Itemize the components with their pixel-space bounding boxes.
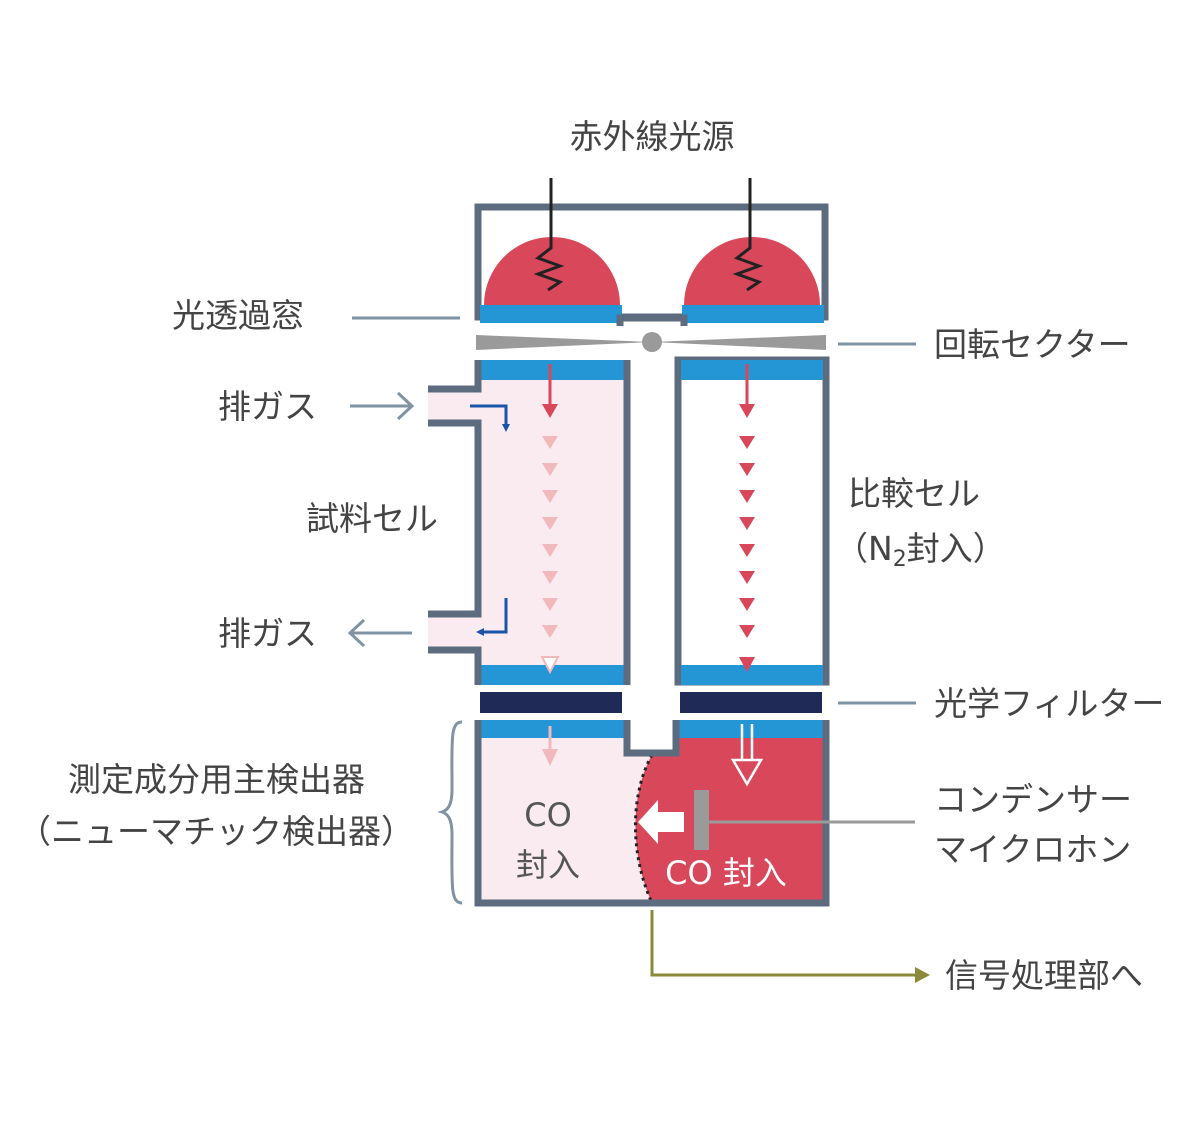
window-left-top	[480, 305, 622, 323]
window-reference-bottom	[681, 665, 823, 685]
leader-lines	[347, 316, 916, 905]
label-reference-cell-gas: （N2封入）	[835, 529, 1006, 572]
label-window: 光透過窓	[172, 296, 304, 335]
label-exhaust-out: 排ガス	[218, 614, 317, 653]
window-sample-bottom	[478, 665, 624, 685]
label-reference-cell: 比較セル	[848, 474, 980, 513]
label-detector-type: （ニューマチック検出器）	[18, 812, 414, 851]
label-optical-filter: 光学フィルター	[934, 684, 1164, 723]
label-co-right: CO 封入	[665, 854, 787, 892]
rotating-sector	[476, 332, 826, 352]
label-sample-cell: 試料セル	[306, 499, 438, 538]
sample-beam-arrows	[540, 364, 560, 675]
detector-brace	[437, 720, 463, 905]
diaphragm	[633, 754, 654, 904]
label-microphone-2: マイクロホン	[934, 830, 1131, 869]
label-rotating-sector: 回転セクター	[934, 325, 1131, 364]
label-signal: 信号処理部へ	[945, 956, 1143, 995]
signal-line	[650, 910, 930, 983]
ir-source-dome-left	[484, 237, 620, 305]
pneumatic-detector	[474, 720, 915, 907]
reference-beam-arrows	[739, 364, 755, 672]
flow-arrow-left-icon	[476, 598, 508, 636]
ir-source-housing	[474, 178, 829, 326]
ir-source-dome-right	[684, 237, 820, 305]
subscript-2: 2	[893, 547, 907, 572]
microphone-plate	[694, 790, 709, 850]
white-arrow-left-icon	[638, 800, 684, 844]
optical-filter	[480, 692, 822, 713]
flow-arrow-right-icon	[470, 404, 510, 432]
label-ir-source: 赤外線光源	[570, 117, 735, 156]
window-right-top	[682, 305, 824, 323]
arrow-right-icon	[915, 967, 930, 983]
window-detector-left	[478, 720, 627, 738]
sample-cell	[428, 360, 631, 685]
window-reference-top	[681, 360, 823, 380]
label-co-left: CO	[524, 796, 572, 834]
label-microphone: コンデンサー	[934, 780, 1132, 819]
label-exhaust-in: 排ガス	[218, 387, 317, 426]
zigzag-filament-icon	[533, 178, 764, 292]
label-co-left-sealed: 封入	[516, 846, 580, 884]
label-detector: 測定成分用主検出器	[68, 760, 365, 799]
